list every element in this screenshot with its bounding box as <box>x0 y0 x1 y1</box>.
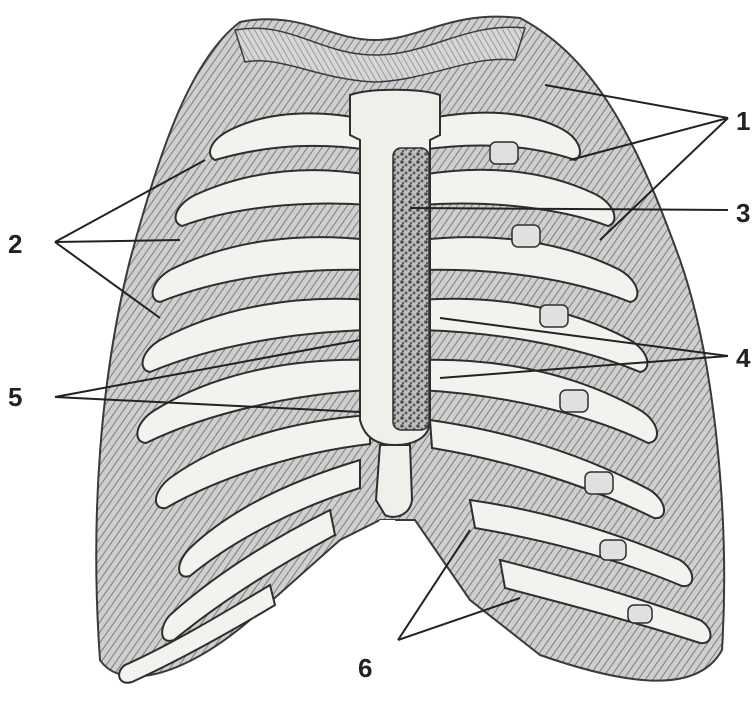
xiphoid-process <box>376 445 412 517</box>
label-2: 2 <box>8 231 22 257</box>
label-3: 3 <box>736 200 750 226</box>
sternum-spongy-section <box>393 148 429 430</box>
label-4: 4 <box>736 345 750 371</box>
label-6: 6 <box>358 655 372 681</box>
label-5: 5 <box>8 384 22 410</box>
label-1: 1 <box>736 108 750 134</box>
